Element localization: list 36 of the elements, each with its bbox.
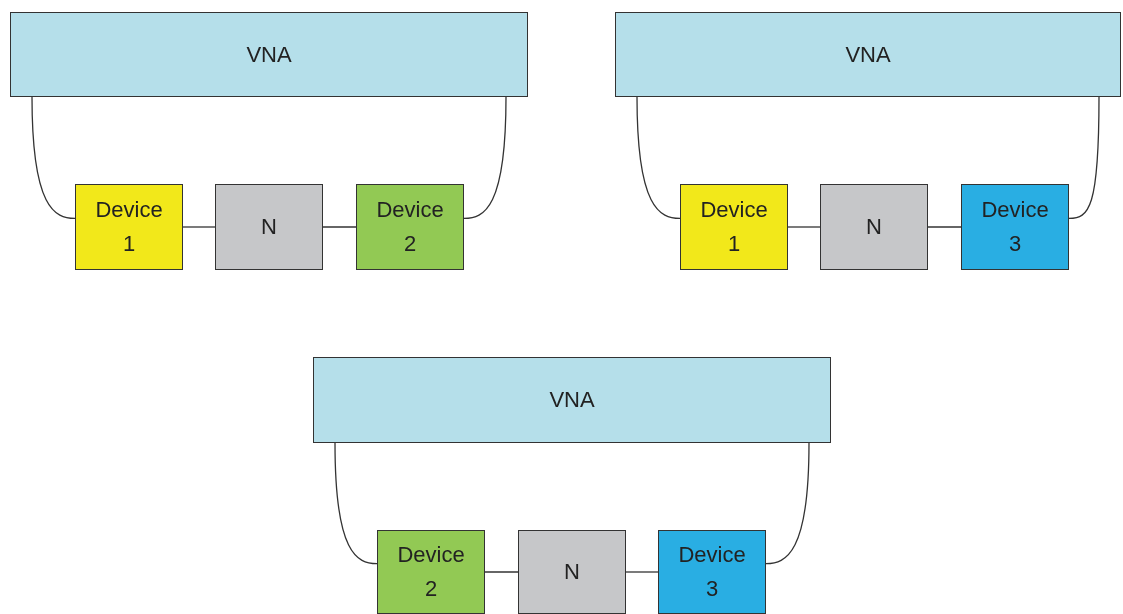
- connector-line: [463, 96, 507, 220]
- node-label: N: [866, 213, 882, 241]
- connector-line: [484, 571, 519, 573]
- connector-line: [625, 571, 659, 573]
- node-label: Device 1: [94, 196, 164, 258]
- device-box: [215, 184, 323, 270]
- connector-line: [927, 226, 962, 228]
- instrument-box: [313, 357, 831, 443]
- device-box: [961, 184, 1069, 270]
- node-label: VNA: [246, 40, 292, 69]
- device-box: [356, 184, 464, 270]
- node-label: Device 1: [699, 196, 769, 258]
- instrument-box: [10, 12, 528, 97]
- device-box: [658, 530, 766, 614]
- device-box: [518, 530, 626, 614]
- instrument-box: [615, 12, 1121, 97]
- node-label: Device 2: [375, 196, 445, 258]
- node-label: Device 3: [980, 196, 1050, 258]
- device-box: [377, 530, 485, 614]
- node-label: Device 3: [677, 541, 747, 603]
- node-label: N: [261, 213, 277, 241]
- connector-line: [765, 442, 810, 565]
- device-box: [75, 184, 183, 270]
- connector-line: [322, 226, 357, 228]
- connector-line: [334, 442, 378, 565]
- node-label: Device 2: [396, 541, 466, 603]
- node-label: N: [564, 558, 580, 586]
- device-box: [680, 184, 788, 270]
- node-label: VNA: [549, 386, 595, 414]
- connector-line: [182, 226, 216, 228]
- connector-line: [31, 96, 76, 220]
- device-box: [820, 184, 928, 270]
- connector-line: [636, 96, 681, 220]
- connector-line: [787, 226, 821, 228]
- node-label: VNA: [845, 40, 891, 69]
- connector-line: [1068, 96, 1100, 220]
